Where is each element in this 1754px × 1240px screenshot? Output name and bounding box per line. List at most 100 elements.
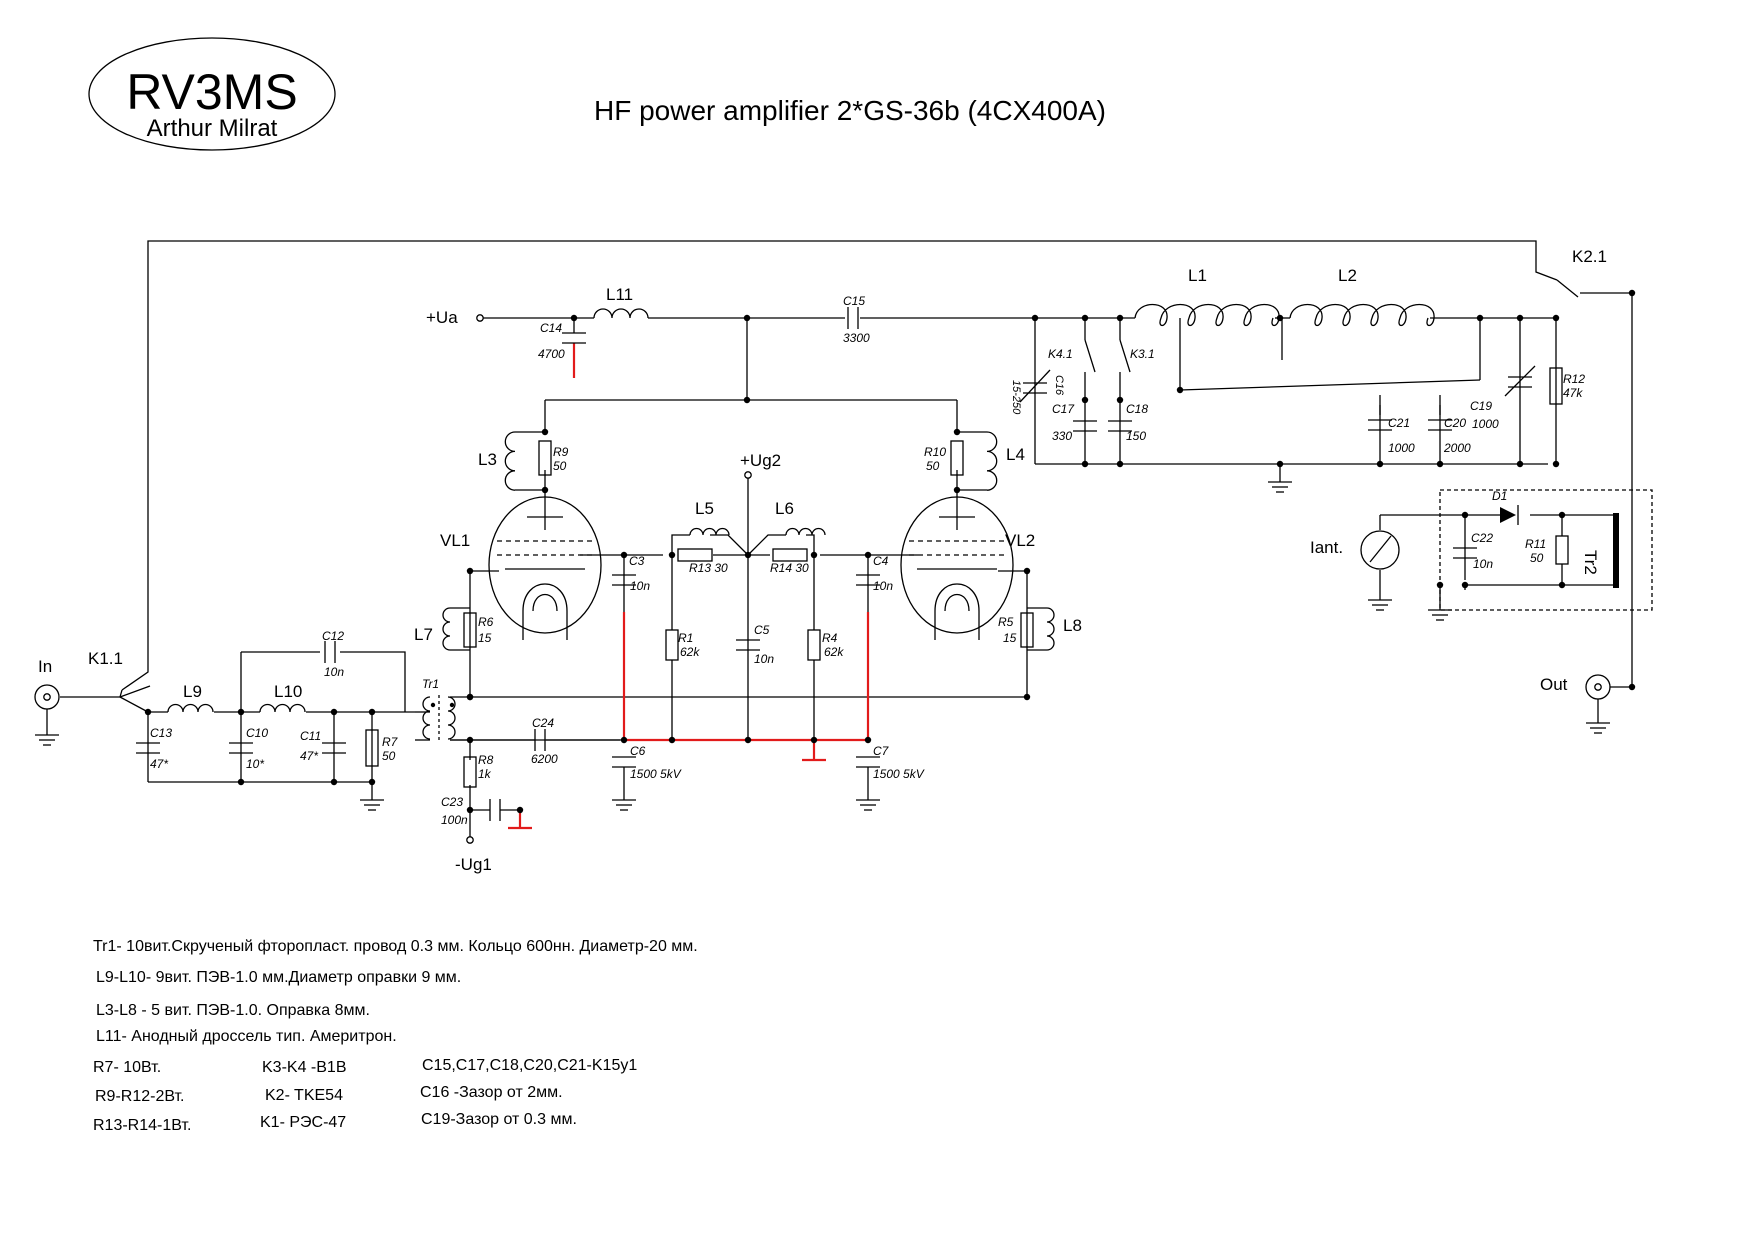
inductor-l5-label: L5 xyxy=(695,499,714,518)
junction-dot xyxy=(1436,581,1444,589)
junction-dot xyxy=(1461,511,1469,519)
relay-k21-contact xyxy=(1556,279,1579,298)
terminal-dot xyxy=(1594,683,1602,691)
r12-val: 47k xyxy=(1563,386,1583,400)
junction-dot xyxy=(237,708,245,716)
output-terminal-label: Out xyxy=(1540,675,1568,694)
logo-callsign: RV3MS xyxy=(126,64,297,120)
junction-dot xyxy=(1116,396,1124,404)
note-line: L9-L10- 9вит. ПЭВ-1.0 мм.Диаметр оправки… xyxy=(96,969,461,986)
r9-val: 50 xyxy=(553,459,567,473)
junction-dot xyxy=(1176,386,1184,394)
junction-dot xyxy=(1031,314,1039,322)
junction-dot xyxy=(1023,693,1031,701)
r11-ref: R11 xyxy=(1525,537,1546,551)
junction-dot xyxy=(1552,460,1560,468)
inductor-l7-label: L7 xyxy=(414,625,433,644)
junction-dot xyxy=(368,778,376,786)
inductor-l8-label: L8 xyxy=(1063,616,1082,635)
diode-d1-label: D1 xyxy=(1492,489,1507,503)
relay-k11-label: K1.1 xyxy=(88,649,123,668)
tr2-core xyxy=(1613,513,1619,588)
spec-cell: K2- TKE54 xyxy=(265,1087,343,1104)
inductor-l1-label: L1 xyxy=(1188,266,1207,285)
r4-val: 62k xyxy=(824,645,844,659)
inductor-symbol xyxy=(167,703,214,713)
note-line: L3-L8 - 5 вит. ПЭВ-1.0. Оправка 8мм. xyxy=(96,1002,370,1019)
tank-inductor-symbol xyxy=(1134,304,1280,327)
c19-ref: C19 xyxy=(1470,399,1492,413)
tank-inductor-symbol xyxy=(1289,304,1435,327)
c24-val: 6200 xyxy=(531,752,558,766)
r6-val: 15 xyxy=(478,631,492,645)
c13-ref: C13 xyxy=(150,726,172,740)
resistor-symbol xyxy=(950,440,964,476)
junction-dot xyxy=(810,736,818,744)
capacitor-symbol xyxy=(856,756,880,768)
inductor-symbol xyxy=(504,431,516,491)
capacitor-symbol xyxy=(736,639,760,651)
tr1-phase-dot xyxy=(449,702,455,708)
meter-board-outline xyxy=(1439,489,1653,611)
screen-supply-label: +Ug2 xyxy=(740,451,781,470)
inductor-l9-label: L9 xyxy=(183,682,202,701)
c5-ref: C5 xyxy=(754,623,770,637)
junction-dot xyxy=(1628,683,1636,691)
resistor-symbol xyxy=(1549,367,1563,405)
relay-k21-label: K2.1 xyxy=(1572,247,1607,266)
resistor-symbol xyxy=(538,440,552,476)
junction-dot xyxy=(1436,460,1444,468)
part-value-labels: C1347*C1010*C1147*R750C1210nR81kC23100nC… xyxy=(150,294,1585,827)
c19-variable-arrow xyxy=(1504,365,1536,397)
junction-dot xyxy=(1276,460,1284,468)
ground-symbol xyxy=(1268,481,1292,493)
ground-symbol xyxy=(1428,609,1452,621)
ammeter-needle xyxy=(1369,535,1392,563)
junction-dot xyxy=(743,314,751,322)
transformer-tr2-label: Tr2 xyxy=(1581,550,1600,575)
c23-ref: C23 xyxy=(441,795,463,809)
junction-dot xyxy=(466,693,474,701)
resistor-symbol xyxy=(772,548,808,562)
c17-val: 330 xyxy=(1052,429,1072,443)
capacitor-symbol xyxy=(1023,382,1047,394)
component-symbols xyxy=(34,279,1653,844)
c4-val: 10n xyxy=(873,579,893,593)
inductor-symbol xyxy=(689,527,730,536)
relay-k31-label: K3.1 xyxy=(1130,347,1155,361)
resistor-symbol xyxy=(807,629,821,661)
r8-ref: R8 xyxy=(478,753,494,767)
resistor-symbol xyxy=(1020,612,1034,648)
r1-val: 62k xyxy=(680,645,700,659)
c16-variable-arrow xyxy=(1019,369,1051,403)
resistor-symbol xyxy=(463,612,477,648)
tube-vl1-label: VL1 xyxy=(440,531,470,550)
c20-val: 2000 xyxy=(1443,441,1471,455)
r1-ref: R1 xyxy=(678,631,693,645)
junction-dot xyxy=(810,551,818,559)
spec-cell: R7- 10Вт. xyxy=(93,1059,161,1076)
junction-dot xyxy=(1081,460,1089,468)
junction-dot xyxy=(1476,314,1484,322)
capacitor-symbol xyxy=(612,756,636,768)
ground-symbol xyxy=(856,799,880,811)
c13-val: 47* xyxy=(150,757,168,771)
c16-val: 15-250 xyxy=(1010,380,1022,415)
inductor-symbol xyxy=(442,607,451,651)
c22-val: 10n xyxy=(1473,557,1493,571)
c15-ref: C15 xyxy=(843,294,865,308)
r6-ref: R6 xyxy=(478,615,494,629)
r9-ref: R9 xyxy=(553,445,569,459)
c10-val: 10* xyxy=(246,757,264,771)
inductor-symbol xyxy=(259,703,306,713)
capacitor-symbol xyxy=(1108,420,1132,432)
junction-dot xyxy=(1552,314,1560,322)
c21-ref: C21 xyxy=(1388,416,1410,430)
junction-dot xyxy=(516,806,524,814)
ammeter-symbol xyxy=(1360,530,1400,570)
wiring xyxy=(60,240,1633,840)
junction-dot xyxy=(1081,396,1089,404)
junction-dot xyxy=(953,486,961,494)
junction-dot xyxy=(864,736,872,744)
